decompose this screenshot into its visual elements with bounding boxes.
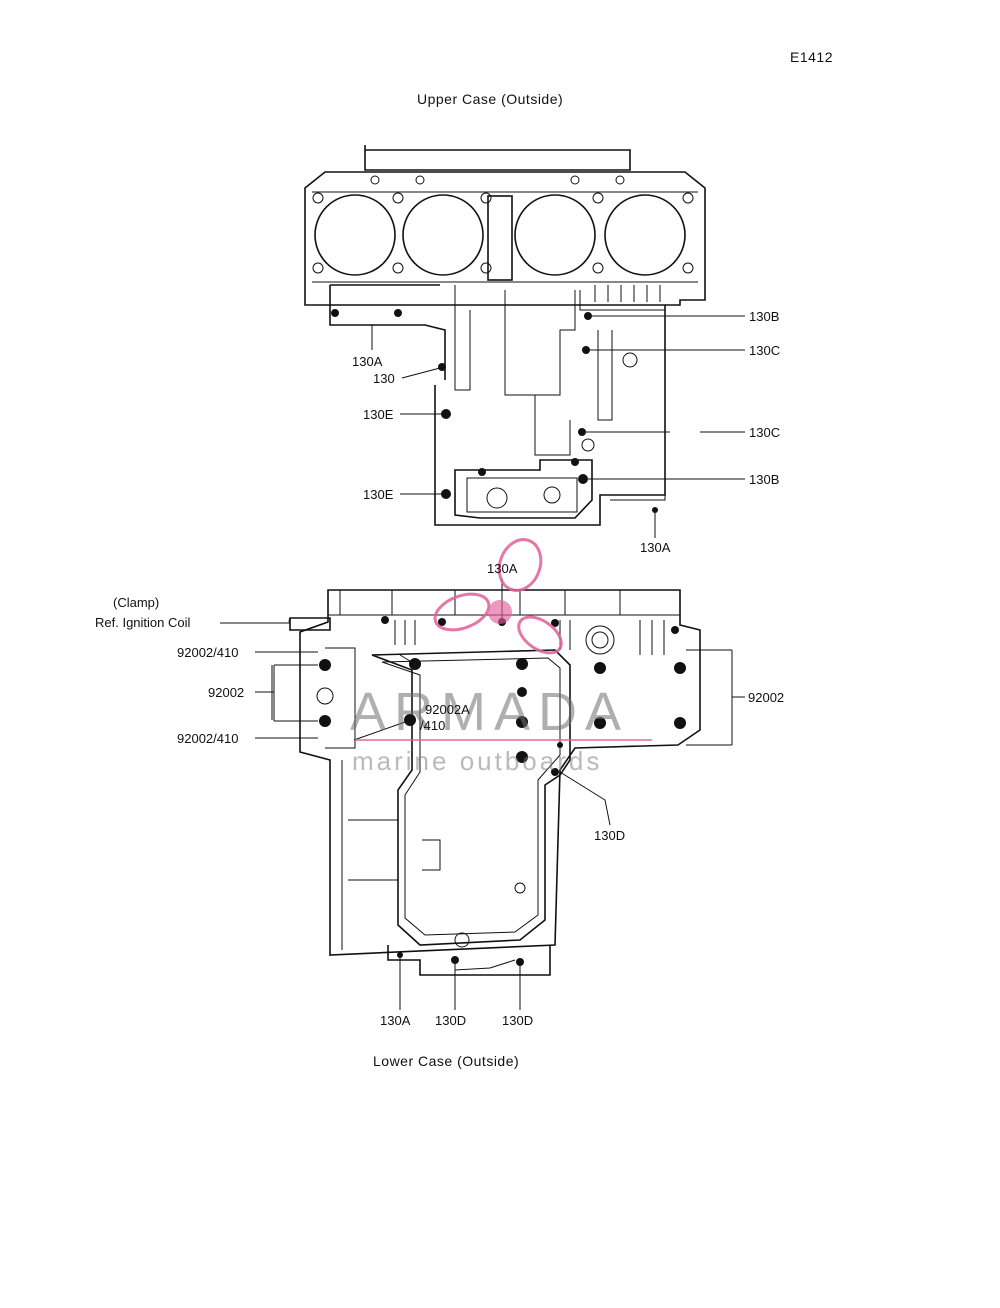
lower-case-title: Lower Case (Outside) xyxy=(373,1053,519,1069)
figure-code: E1412 xyxy=(790,49,833,65)
upper-case-drawing xyxy=(304,145,745,538)
label-92002-right: 92002 xyxy=(748,690,784,705)
label-92002-410-b: 92002/410 xyxy=(177,731,238,746)
label-130B-upper-b: 130B xyxy=(749,472,779,487)
label-92002A: 92002A xyxy=(425,702,470,717)
label-130A-lower-top: 130A xyxy=(487,561,518,576)
watermark-tagline: marine outboards xyxy=(352,746,602,776)
label-130B-upper-a: 130B xyxy=(749,309,779,324)
label-410: /410 xyxy=(420,718,445,733)
label-130A-upper-bottom: 130A xyxy=(640,540,671,555)
armada-watermark: ARMADA marine outboards xyxy=(350,538,652,776)
label-130D-bottom: 130D xyxy=(502,1013,533,1028)
label-clamp: (Clamp) xyxy=(113,595,159,610)
label-130-upper: 130 xyxy=(373,371,395,386)
watermark-brand: ARMADA xyxy=(350,682,629,742)
label-130D-mid: 130D xyxy=(435,1013,466,1028)
label-92002-left: 92002 xyxy=(208,685,244,700)
label-130E-upper-b: 130E xyxy=(363,487,394,502)
propeller-logo xyxy=(433,538,563,655)
label-92002-410-a: 92002/410 xyxy=(177,645,238,660)
label-130D-right: 130D xyxy=(594,828,625,843)
upper-case-title: Upper Case (Outside) xyxy=(417,91,563,107)
label-130A-lower-bottom: 130A xyxy=(380,1013,411,1028)
lower-case-drawing xyxy=(220,578,745,1010)
label-130C-upper-a: 130C xyxy=(749,343,780,358)
label-130C-upper-b: 130C xyxy=(749,425,780,440)
label-ref-ignition-coil: Ref. Ignition Coil xyxy=(95,615,190,630)
label-130E-upper-a: 130E xyxy=(363,407,394,422)
label-130A-upper-left: 130A xyxy=(352,354,383,369)
